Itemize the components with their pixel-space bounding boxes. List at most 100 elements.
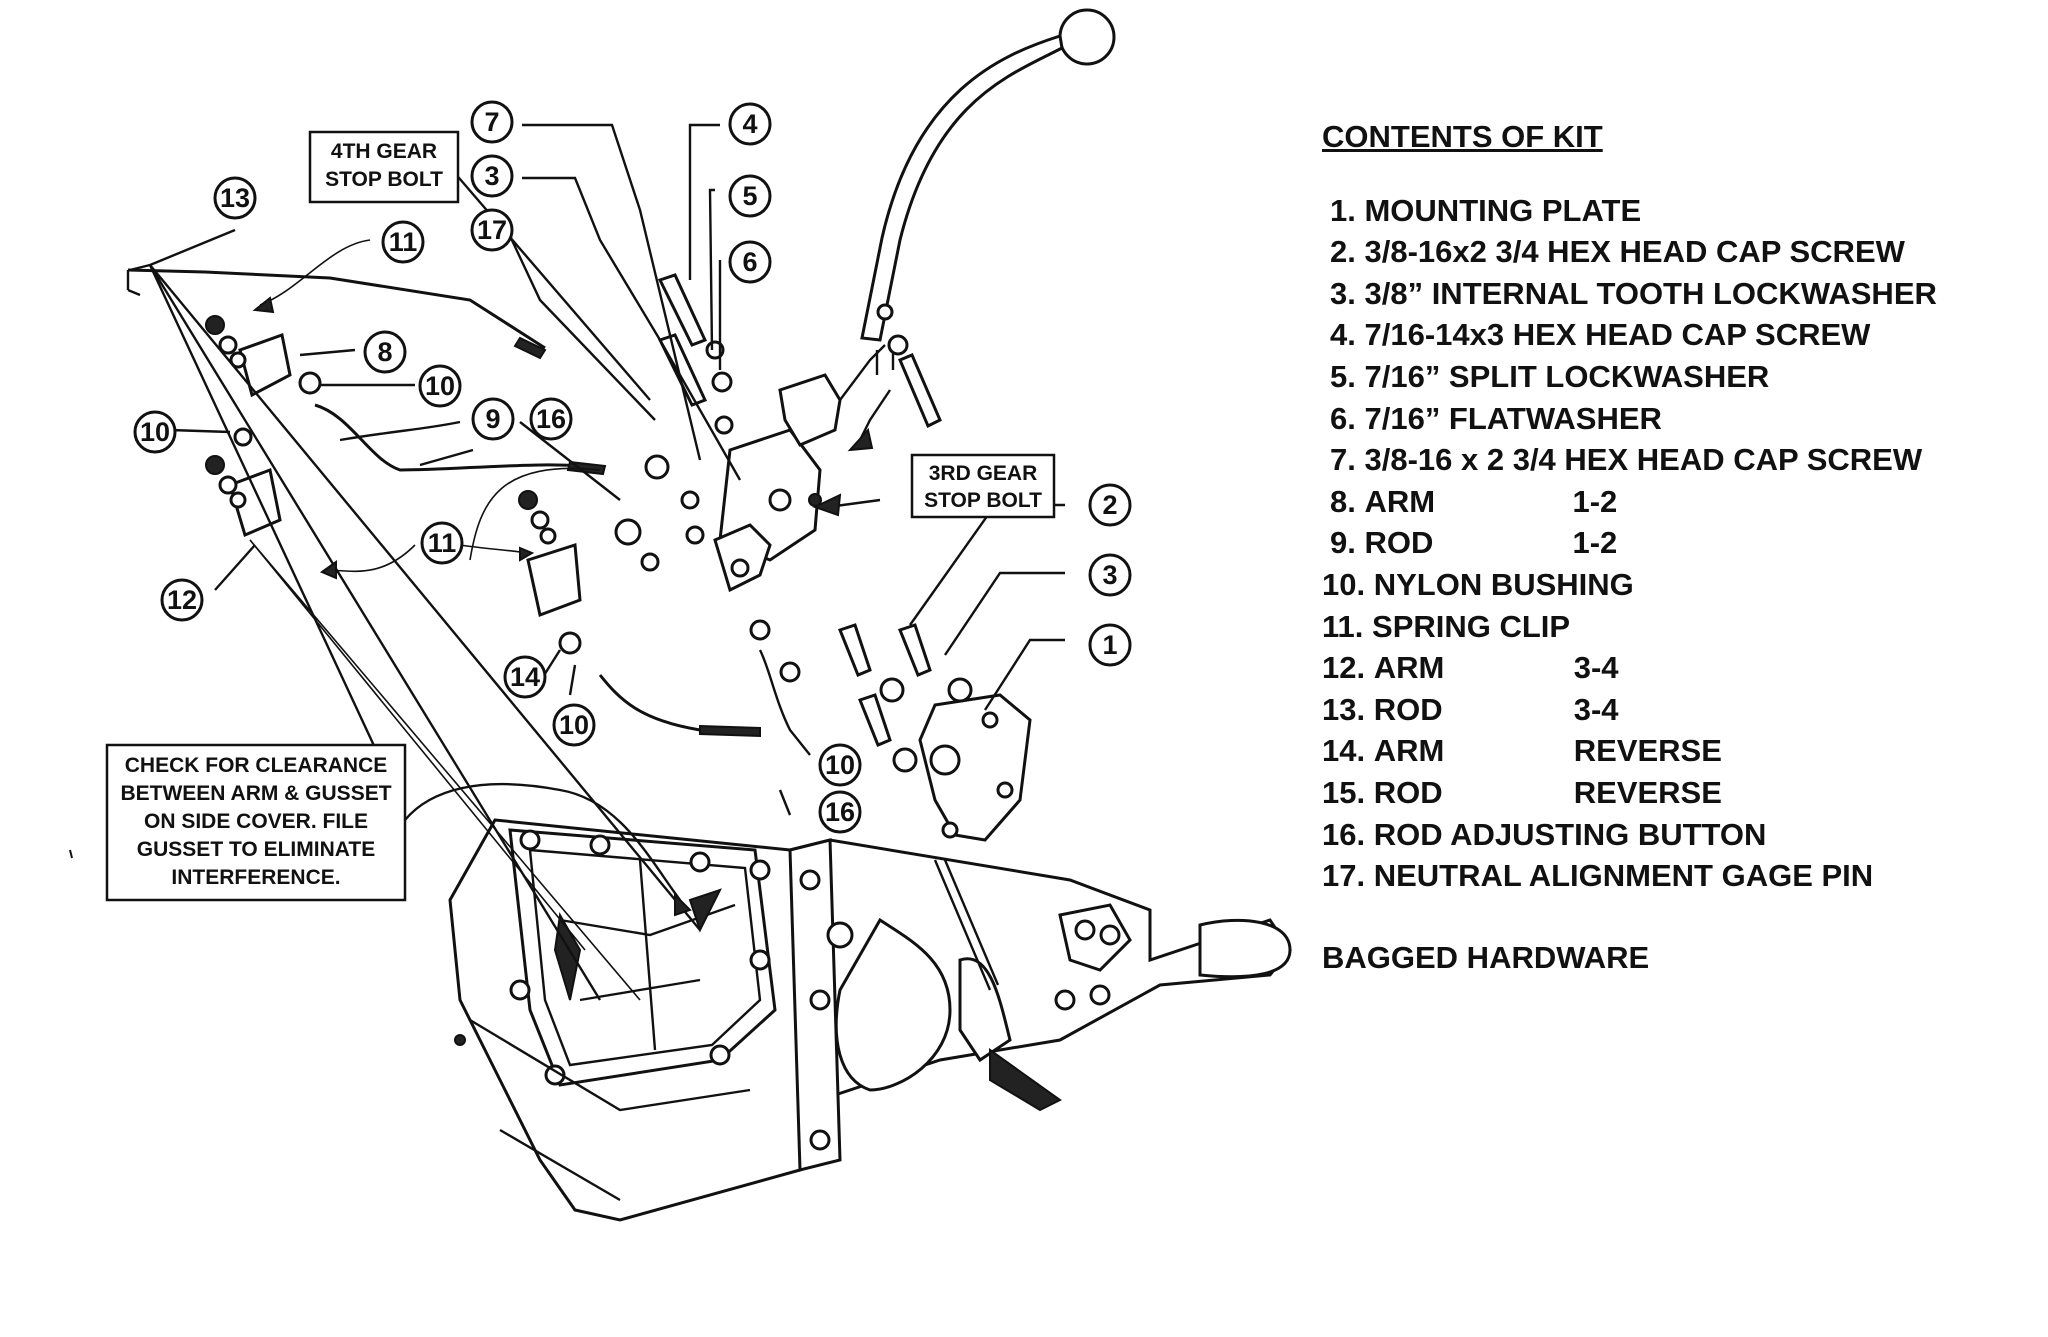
callout-16-lower: 16 [818, 790, 862, 834]
callout-10-left: 10 [133, 410, 177, 454]
svg-text:17: 17 [477, 215, 507, 245]
kit-item-name: MOUNTING PLATE [1364, 192, 1642, 228]
svg-text:11: 11 [389, 227, 418, 257]
arms [205, 315, 801, 683]
callout-17: 17 [470, 208, 514, 252]
kit-item-name: 7/16” SPLIT LOCKWASHER [1364, 358, 1770, 394]
fourth-gear-line-2: STOP BOLT [325, 168, 443, 191]
kit-item-name: ARM [1364, 483, 1436, 519]
svg-text:10: 10 [559, 710, 589, 740]
kit-item-name: NEUTRAL ALIGNMENT GAGE PIN [1373, 858, 1874, 894]
kit-item-number: 11. [1322, 608, 1364, 644]
callout-12: 12 [160, 578, 204, 622]
fourth-gear-stop-bolt-label: 4TH GEAR STOP BOLT [308, 130, 460, 204]
callout-7: 7 [470, 100, 514, 144]
exploded-shifter-diagram: 4TH GEAR STOP BOLT 3RD GEAR STOP BOLT CH… [69, 8, 1292, 1222]
kit-item-number: 3. [1330, 275, 1356, 311]
kit-item: 11. SPRING CLIP [1322, 606, 2022, 648]
kit-item: 10. NYLON BUSHING [1322, 564, 2022, 606]
callout-9: 9 [471, 397, 515, 441]
kit-item-name: ROD ADJUSTING BUTTON [1373, 816, 1767, 852]
third-gear-line-2: STOP BOLT [924, 489, 1042, 512]
kit-item: 4. 7/16-14x3 HEX HEAD CAP SCREW [1322, 314, 2022, 356]
third-gear-stop-bolt-label: 3RD GEAR STOP BOLT [910, 453, 1056, 519]
callout-11-lower: 11 [420, 521, 464, 565]
svg-text:10: 10 [140, 417, 170, 447]
kit-item-name: ROD [1364, 525, 1434, 561]
svg-text:12: 12 [167, 585, 197, 615]
kit-item-number: 12. [1322, 650, 1366, 686]
svg-text:14: 14 [510, 662, 540, 692]
kit-item-number: 9. [1330, 525, 1356, 561]
svg-text:11: 11 [428, 528, 457, 558]
kit-item: 2. 3/8-16x2 3/4 HEX HEAD CAP SCREW [1322, 231, 2022, 273]
third-gear-line-1: 3RD GEAR [929, 462, 1038, 485]
kit-item-number: 2. [1330, 234, 1356, 270]
kit-item-number: 17. [1322, 858, 1366, 894]
kit-item-name: SPRING CLIP [1372, 608, 1571, 644]
kit-item-spec: 1-2 [1572, 483, 1618, 519]
kit-item-name: ROD [1373, 774, 1443, 810]
kit-item-number: 5. [1330, 358, 1356, 394]
clearance-note-line-1: CHECK FOR CLEARANCE [125, 754, 388, 777]
callout-6: 6 [728, 240, 772, 284]
svg-text:13: 13 [220, 183, 250, 213]
fourth-gear-line-1: 4TH GEAR [331, 140, 437, 163]
kit-item-name: 7/16-14x3 HEX HEAD CAP SCREW [1364, 317, 1871, 353]
kit-item-name: 7/16” FLATWASHER [1364, 400, 1662, 436]
kit-item: 7. 3/8-16 x 2 3/4 HEX HEAD CAP SCREW [1322, 439, 2022, 481]
kit-item-number: 16. [1322, 816, 1366, 852]
kit-item: 6. 7/16” FLATWASHER [1322, 398, 2022, 440]
kit-item-number: 7. [1330, 442, 1356, 478]
callout-3-right: 3 [1088, 553, 1132, 597]
kit-item-list: 1. MOUNTING PLATE 2. 3/8-16x2 3/4 HEX HE… [1322, 190, 2022, 897]
svg-text:7: 7 [484, 107, 499, 137]
kit-item: 9. ROD 1-2 [1322, 522, 2022, 564]
kit-item: 5. 7/16” SPLIT LOCKWASHER [1322, 356, 2022, 398]
kit-item-name: 3/8” INTERNAL TOOTH LOCKWASHER [1364, 275, 1937, 311]
callout-8: 8 [363, 330, 407, 374]
svg-text:2: 2 [1102, 490, 1117, 520]
svg-text:9: 9 [485, 404, 500, 434]
kit-item-spec: 1-2 [1572, 525, 1618, 561]
kit-item-number: 1. [1330, 192, 1356, 228]
kit-item-name: ROD [1373, 691, 1443, 727]
callout-2: 2 [1088, 483, 1132, 527]
callout-4: 4 [728, 102, 772, 146]
kit-item: 16. ROD ADJUSTING BUTTON [1322, 814, 2022, 856]
kit-item-name: ARM [1373, 733, 1445, 769]
bagged-hardware-label: BAGGED HARDWARE [1322, 939, 1650, 975]
callout-14: 14 [503, 655, 547, 699]
callout-3-upper: 3 [470, 154, 514, 198]
svg-text:8: 8 [377, 337, 392, 367]
callout-13: 13 [213, 176, 257, 220]
clearance-note-line-3: ON SIDE COVER. FILE [144, 810, 368, 833]
kit-item-number: 6. [1330, 400, 1356, 436]
kit-item-name: NYLON BUSHING [1373, 566, 1634, 602]
kit-item: 13. ROD 3-4 [1322, 689, 2022, 731]
kit-item-spec: REVERSE [1573, 733, 1722, 769]
svg-text:1: 1 [1102, 630, 1117, 660]
kit-item-name: 3/8-16 x 2 3/4 HEX HEAD CAP SCREW [1364, 442, 1923, 478]
kit-item-spec: 3-4 [1573, 691, 1619, 727]
kit-item-number: 14. [1322, 733, 1366, 769]
svg-text:3: 3 [1102, 560, 1117, 590]
kit-item-spec: REVERSE [1573, 774, 1722, 810]
leader-lines [129, 123, 1065, 1001]
callout-16-upper: 16 [529, 397, 573, 441]
kit-item-number: 4. [1330, 317, 1356, 353]
svg-text:16: 16 [536, 404, 566, 434]
callout-10-lower: 10 [552, 703, 596, 747]
kit-item-number: 13. [1322, 691, 1366, 727]
clearance-note-box: CHECK FOR CLEARANCE BETWEEN ARM & GUSSET… [105, 743, 407, 902]
bolts [657, 273, 973, 773]
kit-item-number: 10. [1322, 566, 1366, 602]
svg-text:4: 4 [742, 109, 757, 139]
rods [126, 268, 761, 738]
kit-item: 3. 3/8” INTERNAL TOOTH LOCKWASHER [1322, 273, 2022, 315]
kit-title: CONTENTS OF KIT [1322, 119, 1603, 154]
svg-text:10: 10 [825, 750, 855, 780]
svg-text:10: 10 [425, 371, 455, 401]
